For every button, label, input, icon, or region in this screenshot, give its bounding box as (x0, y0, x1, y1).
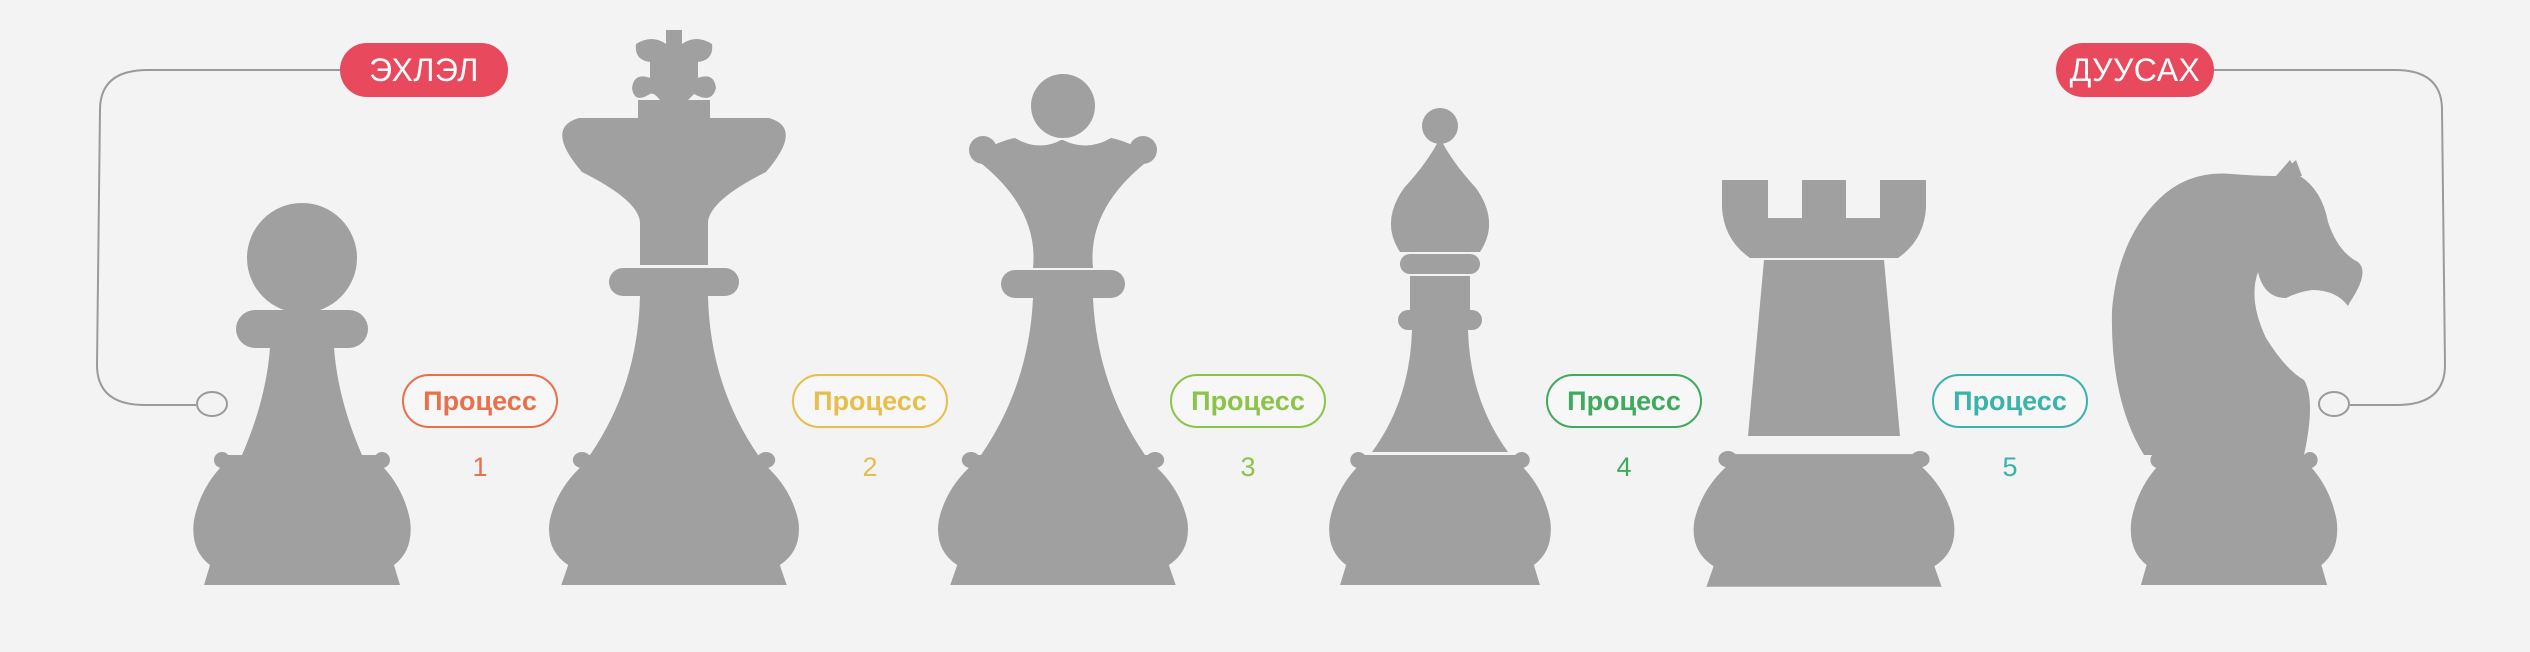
end-connector (2214, 69, 2447, 417)
process-step-3: Процесс (1170, 374, 1326, 428)
knight-piece (2111, 160, 2363, 585)
process-step-2: Процесс (792, 374, 948, 428)
queen-piece (938, 74, 1188, 585)
step-number-3: 3 (1240, 452, 1256, 482)
bishop-piece (1329, 108, 1551, 585)
king-piece (549, 30, 799, 585)
start-connector (95, 69, 340, 417)
step-number-5: 5 (2002, 452, 2018, 482)
rook-piece (1693, 180, 1955, 587)
step-number-4: 4 (1616, 452, 1632, 482)
start-label: ЭХЛЭЛ (340, 43, 508, 97)
step-number-1: 1 (472, 452, 488, 482)
process-step-1: Процесс (402, 374, 558, 428)
step-number-2: 2 (862, 452, 878, 482)
process-step-4: Процесс (1546, 374, 1702, 428)
pawn-piece (193, 203, 411, 585)
end-label: ДУУСАХ (2056, 43, 2214, 97)
process-step-5: Процесс (1932, 374, 2088, 428)
